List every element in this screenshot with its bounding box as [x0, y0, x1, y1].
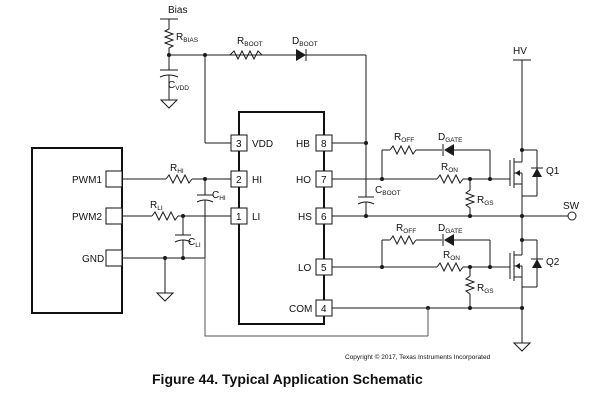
c-li-capacitor: CLI [174, 216, 201, 258]
r-hi-resistor: RHI [165, 163, 193, 185]
svg-text:6: 6 [321, 212, 327, 223]
svg-text:LI: LI [252, 212, 260, 223]
driver-pin-ho: 7 HO [296, 170, 333, 188]
q1-mosfet: Q1 [509, 143, 560, 216]
r-li-resistor: RLI [150, 200, 179, 222]
svg-text:DGATE: DGATE [438, 132, 463, 144]
c-hi-capacitor: CHI [196, 179, 226, 258]
hv-rail: HV [513, 46, 531, 150]
svg-text:HI: HI [252, 175, 262, 186]
svg-text:8: 8 [321, 139, 327, 150]
svg-text:COM: COM [289, 304, 312, 315]
svg-text:ROFF: ROFF [396, 223, 416, 235]
controller-pin-pwm1: PWM1 [72, 170, 123, 188]
svg-text:CVDD: CVDD [168, 80, 189, 92]
svg-text:ROFF: ROFF [394, 132, 414, 144]
d-gate-top-diode: DGATE [438, 132, 463, 156]
driver-pin-hs: 6 HS [298, 207, 333, 225]
pwm-controller-block: PWM1 PWM2 GND [31, 147, 123, 314]
svg-text:RON: RON [441, 162, 458, 174]
r-on-top-resistor: RON [436, 162, 464, 185]
r-gs-top-resistor: RGS [464, 179, 494, 216]
svg-text:RBIAS: RBIAS [176, 32, 199, 44]
svg-text:PWM1: PWM1 [72, 175, 102, 186]
svg-text:CHI: CHI [212, 190, 226, 202]
r-off-bot-resistor: ROFF [389, 223, 417, 246]
c-vdd-capacitor: CVDD [159, 55, 189, 100]
ground-controller-icon [155, 292, 175, 302]
svg-text:VDD: VDD [252, 139, 273, 150]
svg-text:RLI: RLI [150, 200, 163, 212]
bias-label: Bias [168, 5, 187, 16]
driver-pin-vdd: 3 VDD [230, 134, 273, 152]
r-off-top-resistor: ROFF [389, 132, 417, 156]
driver-pin-hi: 2 HI [230, 170, 262, 188]
svg-text:4: 4 [321, 304, 327, 315]
driver-pin-li: 1 LI [230, 207, 260, 225]
svg-text:PWM2: PWM2 [72, 212, 102, 223]
c-boot-capacitor: CBOOT [357, 143, 401, 216]
svg-text:CLI: CLI [188, 237, 201, 249]
d-gate-bot-diode: DGATE [438, 223, 463, 246]
svg-text:HB: HB [296, 139, 310, 150]
svg-text:HO: HO [296, 175, 311, 186]
sw-terminal[interactable]: SW [563, 201, 580, 221]
svg-text:2: 2 [236, 175, 242, 186]
bias-supply-node: Bias [160, 5, 187, 26]
svg-text:RON: RON [443, 250, 460, 262]
ground-vdd-icon [159, 99, 179, 109]
r-gs-bot-resistor: RGS [464, 267, 494, 308]
figure-caption: Figure 44. Typical Application Schematic [152, 371, 423, 387]
ground-power-icon [512, 342, 532, 352]
d-boot-diode: DBOOT [292, 36, 318, 61]
svg-text:RGS: RGS [477, 195, 494, 207]
driver-pin-hb: 8 HB [296, 134, 333, 152]
svg-text:3: 3 [236, 139, 242, 150]
driver-pin-com: 4 COM [289, 299, 333, 317]
r-on-bot-resistor: RON [436, 250, 464, 273]
svg-text:LO: LO [298, 263, 312, 274]
svg-text:7: 7 [321, 175, 327, 186]
svg-text:GND: GND [82, 254, 104, 265]
svg-text:HS: HS [298, 212, 312, 223]
svg-text:1: 1 [236, 212, 242, 223]
r-bias-resistor: RBIAS [163, 26, 199, 55]
svg-text:DGATE: DGATE [438, 223, 463, 235]
r-boot-resistor: RBOOT [229, 36, 263, 61]
svg-text:5: 5 [321, 263, 327, 274]
svg-text:RBOOT: RBOOT [237, 36, 263, 48]
svg-text:HV: HV [513, 46, 527, 57]
q2-mosfet: Q2 [509, 216, 560, 343]
svg-text:Q1: Q1 [546, 166, 560, 177]
controller-pin-gnd: GND [82, 249, 123, 267]
driver-pin-lo: 5 LO [298, 258, 333, 276]
svg-text:DBOOT: DBOOT [292, 36, 318, 48]
svg-text:SW: SW [563, 201, 580, 212]
svg-text:RHI: RHI [170, 163, 184, 175]
svg-text:RGS: RGS [477, 283, 494, 295]
controller-pin-pwm2: PWM2 [72, 207, 123, 225]
svg-text:Q2: Q2 [546, 257, 560, 268]
gate-driver-ic: 3 VDD 2 HI 1 LI 8 HB 7 HO 6 HS [230, 111, 333, 325]
svg-text:CBOOT: CBOOT [375, 185, 401, 197]
copyright-note: Copyright © 2017, Texas Instruments Inco… [345, 353, 491, 361]
